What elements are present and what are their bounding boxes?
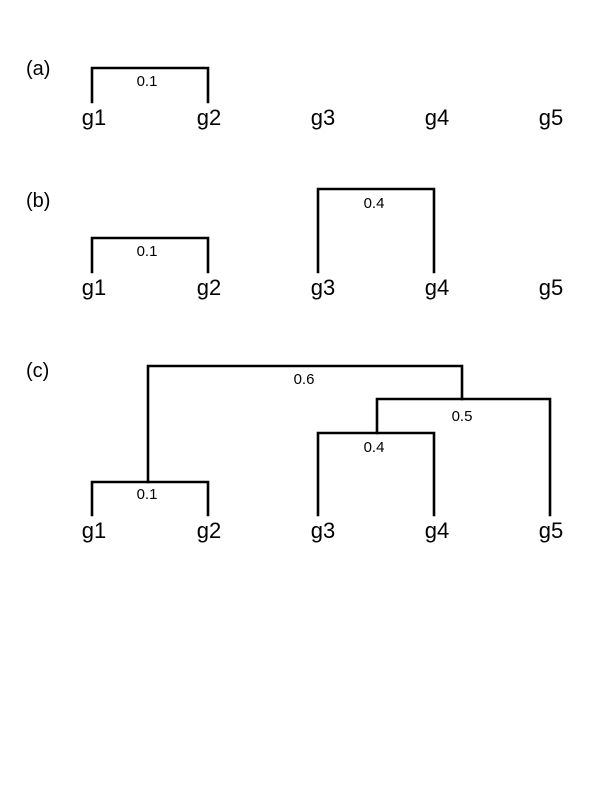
leaf-label-g2: g2 [197, 275, 221, 300]
panel-label: (a) [26, 58, 50, 80]
merge-link-g1-g2 [90, 66, 210, 104]
leaf-label-g1: g1 [82, 275, 106, 300]
merge-link-g1-g2 [90, 480, 210, 517]
leaf-label-g3: g3 [311, 275, 335, 300]
merge-height-label: 0.4 [364, 439, 385, 456]
merge-height-label: 0.1 [137, 73, 158, 90]
leaf-label-g1: g1 [82, 105, 106, 130]
merge-link-g3g4-g5 [375, 397, 552, 517]
merge-height-label: 0.4 [364, 195, 385, 212]
panel-c: (c) 0.1 0.4 0.5 0.6 g1 g2 g3 g4 g5 [26, 360, 563, 543]
leaf-label-g2: g2 [197, 518, 221, 543]
leaf-label-g1: g1 [82, 518, 106, 543]
merge-height-label: 0.6 [294, 371, 315, 388]
leaf-label-g3: g3 [311, 105, 335, 130]
leaf-label-g4: g4 [425, 105, 449, 130]
leaf-label-g5: g5 [539, 518, 563, 543]
merge-link-g1-g2 [90, 236, 210, 274]
leaf-label-g5: g5 [539, 275, 563, 300]
merge-link-g3-g4 [316, 187, 436, 274]
panel-label: (c) [26, 360, 49, 382]
leaf-label-g3: g3 [311, 518, 335, 543]
panel-label: (b) [26, 190, 50, 212]
leaf-label-g2: g2 [197, 105, 221, 130]
merge-height-label: 0.5 [452, 408, 473, 425]
panel-b: (b) 0.1 0.4 g1 g2 g3 g4 g5 [26, 187, 563, 300]
merge-link-root [146, 364, 464, 484]
leaf-label-g5: g5 [539, 105, 563, 130]
merge-height-label: 0.1 [137, 486, 158, 503]
leaf-label-g4: g4 [425, 275, 449, 300]
merge-height-label: 0.1 [137, 243, 158, 260]
leaf-label-g4: g4 [425, 518, 449, 543]
panel-a: (a) 0.1 g1 g2 g3 g4 g5 [26, 58, 563, 130]
